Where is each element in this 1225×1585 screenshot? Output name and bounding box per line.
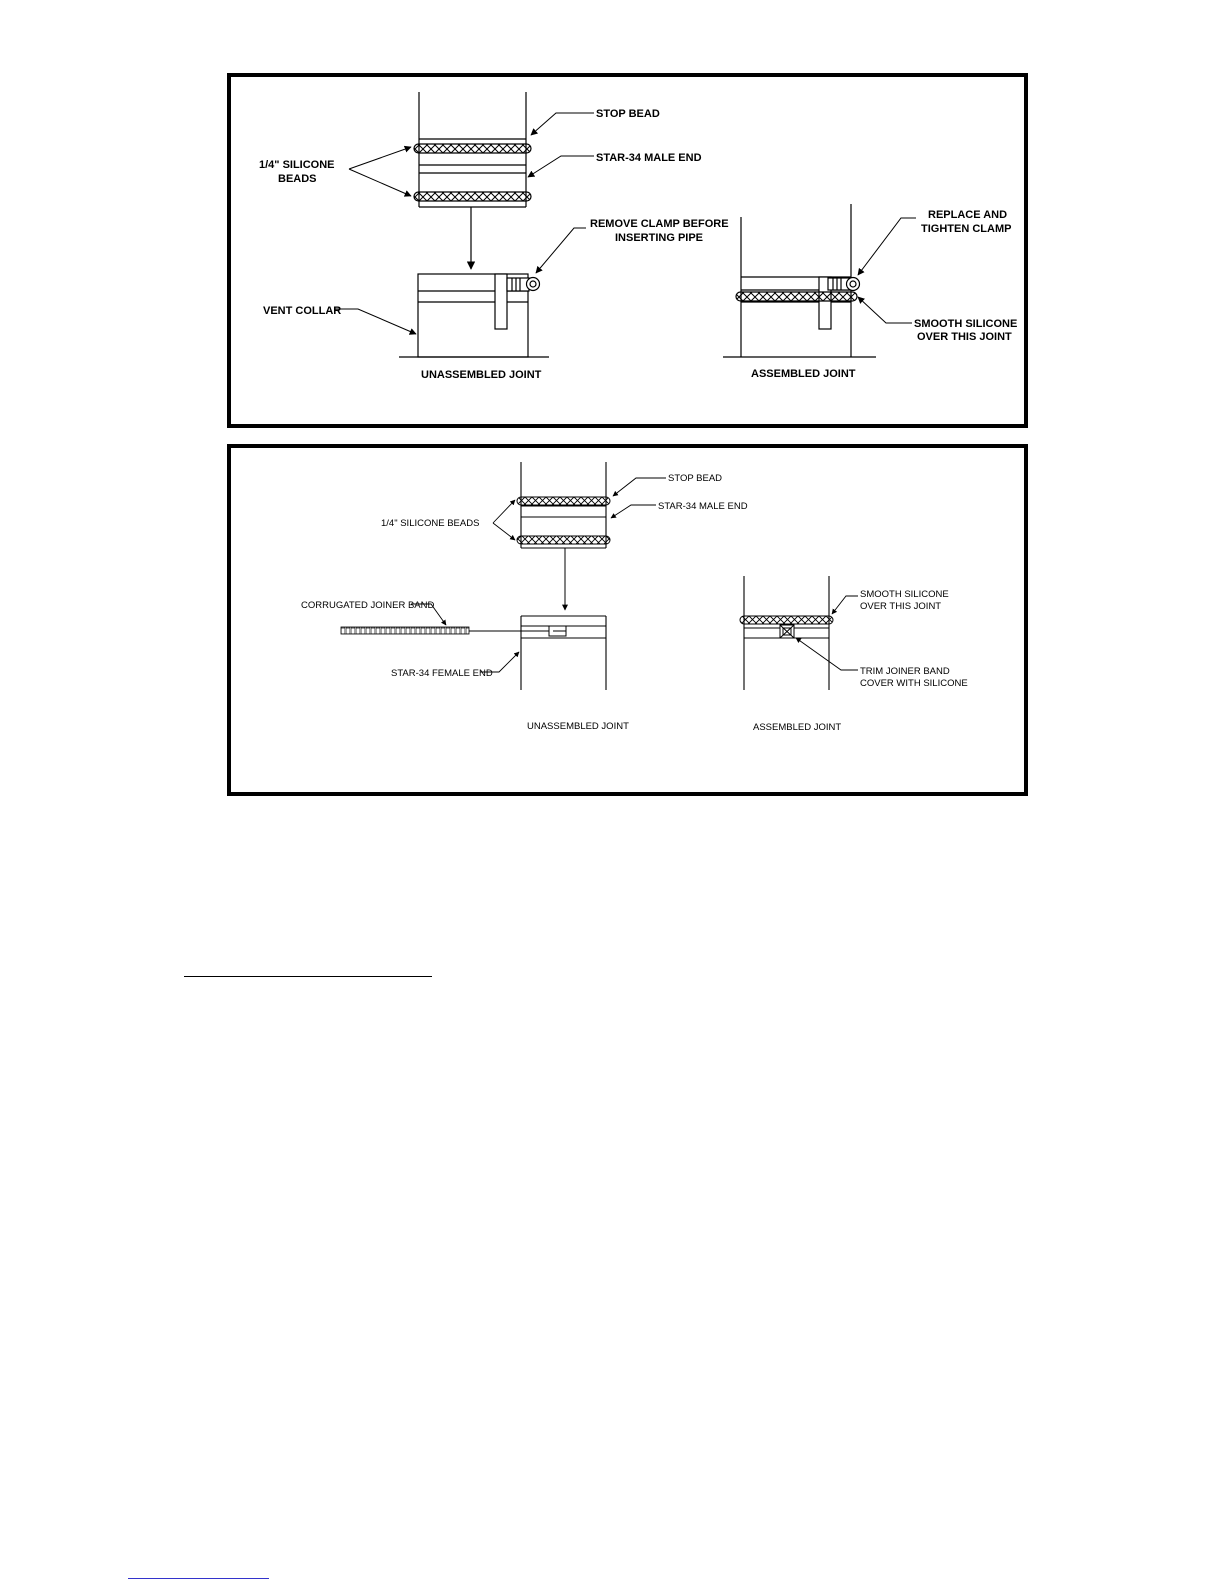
assembled-joint-caption: ASSEMBLED JOINT [751, 368, 856, 380]
silicone-bead [413, 143, 532, 202]
replace-clamp-label: REPLACE AND [928, 209, 1007, 221]
stop-bead-label: STOP BEAD [668, 473, 722, 484]
joiner-band-joint-drawing: STOP BEAD 1/4" SILICONE BEADS STAR-34 MA… [301, 462, 968, 733]
smooth-silicone-label: SMOOTH SILICONE [914, 318, 1017, 330]
male-end-label: STAR-34 MALE END [658, 501, 748, 512]
footnote-rule [128, 1578, 269, 1579]
male-end-label: STAR-34 MALE END [596, 152, 702, 164]
clamp-icon [827, 276, 861, 292]
trimmed-band-icon [779, 624, 795, 639]
smooth-silicone-label: OVER THIS JOINT [860, 601, 941, 612]
silicone-beads-label: 1/4" SILICONE [259, 159, 335, 171]
joiner-band-joint-diagram: STOP BEAD 1/4" SILICONE BEADS STAR-34 MA… [227, 444, 1028, 796]
trim-joiner-band-label: COVER WITH SILICONE [860, 678, 968, 689]
silicone-bead [739, 615, 834, 625]
vent-collar-joint-diagram: STOP BEAD 1/4" SILICONE BEADS STAR-34 MA… [227, 73, 1028, 428]
remove-clamp-label: REMOVE CLAMP BEFORE [590, 218, 729, 230]
male-pipe [418, 92, 527, 208]
corrugated-joiner-band [340, 626, 470, 635]
trim-joiner-band-label: TRIM JOINER BAND [860, 666, 950, 677]
smooth-silicone-label: SMOOTH SILICONE [860, 589, 949, 600]
leader-lines [411, 477, 858, 673]
female-end-label: STAR-34 FEMALE END [391, 668, 493, 679]
unassembled-joint-caption: UNASSEMBLED JOINT [421, 369, 542, 381]
section-rule [184, 976, 432, 977]
silicone-beads-label: BEADS [278, 173, 317, 185]
leader-lines [335, 112, 916, 335]
silicone-beads-label: 1/4" SILICONE BEADS [381, 518, 479, 529]
clamp-icon [506, 276, 541, 292]
replace-clamp-label: TIGHTEN CLAMP [921, 223, 1011, 235]
stop-bead-label: STOP BEAD [596, 108, 660, 120]
unassembled-joint-caption: UNASSEMBLED JOINT [527, 721, 629, 732]
silicone-bead [516, 496, 611, 545]
vent-collar-label: VENT COLLAR [263, 305, 341, 317]
joiner-band-label: CORRUGATED JOINER BAND [301, 600, 435, 611]
vent-collar-joint-drawing: STOP BEAD 1/4" SILICONE BEADS STAR-34 MA… [259, 92, 1017, 381]
vent-collar [399, 273, 549, 358]
silicone-bead [735, 291, 858, 302]
assembled-joint-caption: ASSEMBLED JOINT [753, 722, 841, 733]
remove-clamp-label: INSERTING PIPE [615, 232, 703, 244]
band-buckle-icon [548, 625, 567, 637]
smooth-silicone-label: OVER THIS JOINT [917, 331, 1012, 343]
